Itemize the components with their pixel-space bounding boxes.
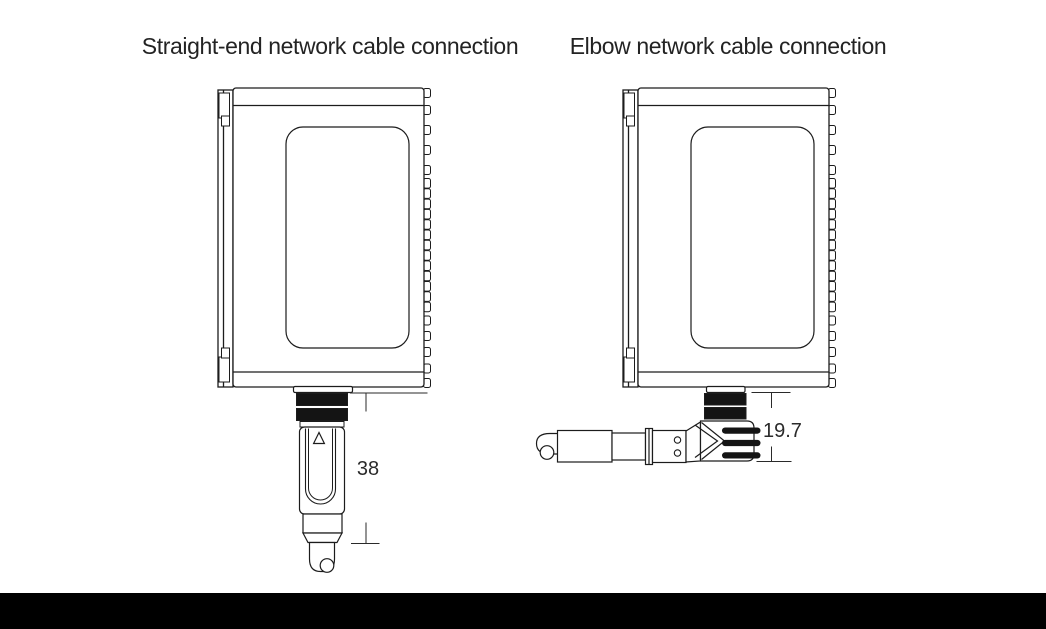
right-device-drawing (622, 87, 837, 389)
dimension-19-7-label: 19.7 (763, 420, 802, 442)
dimension-38 (350, 392, 428, 544)
left-figure-title: Straight-end network cable connection (141, 33, 519, 59)
knurled-ring (296, 408, 348, 421)
straight-connector-drawing (292, 385, 354, 573)
connector-body (298, 426, 346, 515)
left-device-drawing (217, 87, 432, 389)
knurled-ring (704, 393, 747, 406)
triangle-up-icon (312, 431, 326, 445)
knurled-ring (704, 407, 747, 420)
right-figure-title: Elbow network cable connection (569, 33, 887, 59)
footer-bar (0, 593, 1046, 629)
dimension-38-label: 38 (357, 458, 379, 480)
dimension-19-7 (751, 392, 792, 462)
knurled-ring (296, 393, 348, 406)
elbow-connector-drawing (535, 385, 761, 466)
